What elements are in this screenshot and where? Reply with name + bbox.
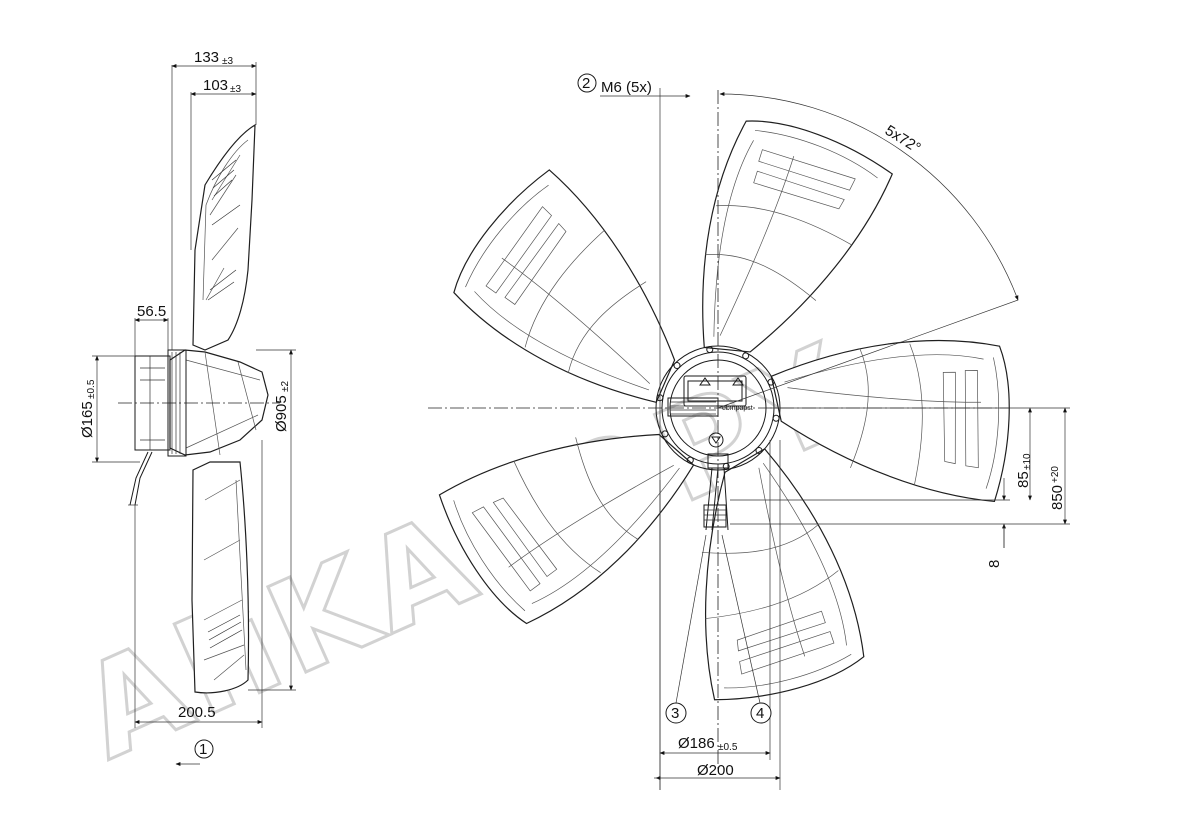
dim-motor-diameter: Ø165 ±0.5 bbox=[79, 379, 97, 438]
blade-4 bbox=[438, 433, 695, 625]
dim-depth-total: 200.5 bbox=[178, 704, 216, 721]
callout-2: 2 bbox=[577, 73, 597, 93]
front-view: ebmpapst bbox=[428, 88, 1070, 790]
svg-text:±0.5: ±0.5 bbox=[86, 379, 97, 399]
svg-text:85: 85 bbox=[1015, 471, 1032, 488]
blade-5 bbox=[453, 169, 676, 404]
callout-3: 3 bbox=[665, 702, 687, 724]
svg-text:133: 133 bbox=[194, 49, 219, 66]
dim-mount-thread: M6 (5x) bbox=[601, 79, 652, 96]
dim-offset-85: 85 ±10 bbox=[1015, 453, 1033, 488]
svg-text:Ø905: Ø905 bbox=[273, 395, 290, 432]
callout-4: 4 bbox=[750, 702, 772, 724]
hub-bolt bbox=[755, 446, 763, 454]
dim-flange-diameter: Ø200 bbox=[697, 762, 734, 779]
blade-2 bbox=[770, 339, 1010, 503]
dim-width-overall: 133 ±3 bbox=[194, 49, 233, 67]
hub-bolt bbox=[767, 378, 775, 386]
svg-text:±0.5: ±0.5 bbox=[718, 742, 738, 753]
svg-text:1: 1 bbox=[199, 741, 207, 758]
callout-1: 1 bbox=[194, 739, 214, 759]
svg-text:±3: ±3 bbox=[222, 56, 233, 67]
dim-fan-diameter: Ø905 ±2 bbox=[273, 381, 291, 432]
svg-text:2: 2 bbox=[582, 75, 590, 92]
hub-bolt bbox=[706, 346, 714, 354]
hub-bolt bbox=[686, 456, 694, 464]
dim-bolt-circle: Ø186 ±0.5 bbox=[678, 735, 738, 753]
svg-text:+20: +20 bbox=[1050, 466, 1061, 483]
svg-text:±10: ±10 bbox=[1022, 453, 1033, 470]
dim-width-hub: 103 ±3 bbox=[203, 77, 241, 95]
hub-bolt bbox=[772, 414, 780, 422]
svg-text:103: 103 bbox=[203, 77, 228, 94]
svg-text:±3: ±3 bbox=[230, 84, 241, 95]
svg-text:Ø165: Ø165 bbox=[79, 401, 96, 438]
hub-bolt bbox=[661, 430, 669, 438]
side-view bbox=[92, 62, 296, 766]
dim-depth-motor: 56.5 bbox=[137, 303, 166, 320]
svg-text:±2: ±2 bbox=[280, 381, 291, 392]
dim-cable-length: 850 +20 bbox=[1049, 466, 1066, 510]
svg-text:Ø186: Ø186 bbox=[678, 735, 715, 752]
svg-text:4: 4 bbox=[756, 705, 764, 722]
dim-offset-8: 8 bbox=[986, 560, 1003, 568]
nameplate-brand: ebmpapst bbox=[722, 405, 753, 412]
svg-text:850: 850 bbox=[1049, 485, 1066, 510]
hub-bolt bbox=[722, 462, 730, 470]
svg-text:3: 3 bbox=[671, 705, 679, 722]
hub-bolt bbox=[742, 352, 750, 360]
hub-bolt bbox=[673, 362, 681, 370]
